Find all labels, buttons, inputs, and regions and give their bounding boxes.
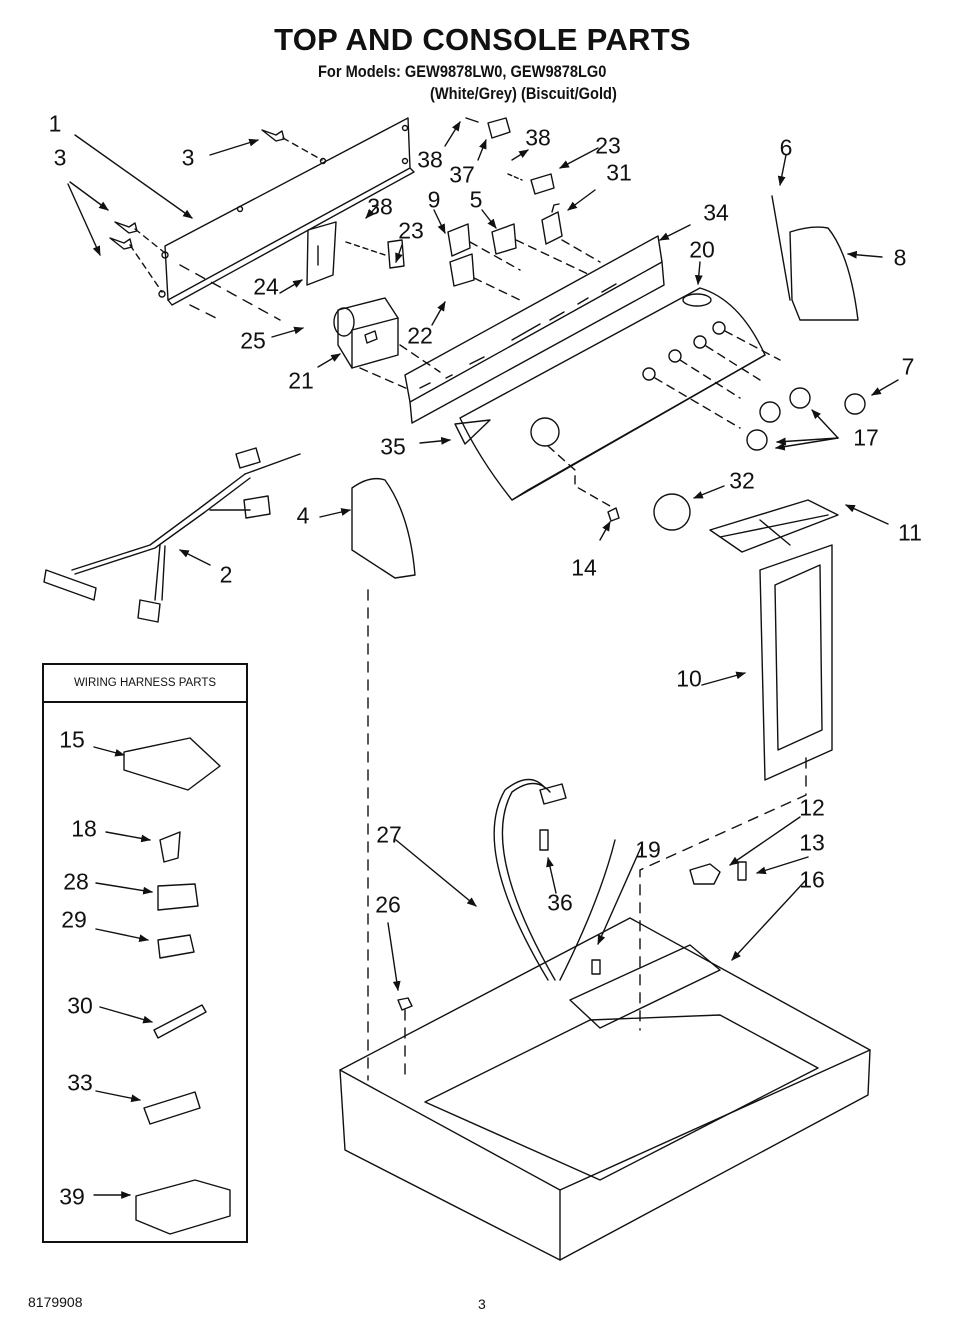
part-24-bracket [306, 221, 337, 286]
part-switches [447, 117, 601, 301]
leader-arrows [67, 121, 899, 1199]
part-14-screw [607, 507, 620, 522]
callout-20: 20 [689, 236, 715, 263]
callout-7: 7 [901, 353, 915, 380]
part-rear-panel [158, 117, 415, 306]
callout-38: 38 [367, 193, 393, 220]
callout-34: 34 [703, 199, 729, 226]
callout-35: 35 [380, 433, 406, 460]
callout-36: 36 [547, 889, 573, 916]
harness-callout-39: 39 [59, 1183, 85, 1210]
callout-5: 5 [469, 186, 483, 213]
callout-13: 13 [799, 829, 825, 856]
models-line: For Models: GEW9878LW0, GEW9878LG0 [318, 62, 607, 81]
wiring-harness-parts-box: WIRING HARNESS PARTS [42, 663, 248, 1243]
harness-callout-28: 28 [63, 868, 89, 895]
callout-22: 22 [407, 322, 433, 349]
callout-23: 23 [595, 132, 621, 159]
callout-37: 37 [449, 161, 475, 188]
callout-25: 25 [240, 327, 266, 354]
callout-17: 17 [853, 424, 879, 451]
part-16-top-panel [339, 917, 871, 1261]
wiring-harness-parts-title: WIRING HARNESS PARTS [44, 665, 246, 703]
callout-6: 6 [779, 134, 793, 161]
document-number: 8179908 [28, 1294, 83, 1310]
part-34-console-bracket [404, 235, 665, 424]
callout-19: 19 [635, 836, 661, 863]
callout-23: 23 [398, 217, 424, 244]
harness-callout-29: 29 [61, 906, 87, 933]
part-27-harness-top [493, 778, 616, 981]
callout-3: 3 [181, 144, 195, 171]
colors-line: (White/Grey) (Biscuit/Gold) [430, 84, 617, 103]
part-screws [109, 129, 323, 321]
part-13-screw [737, 861, 747, 881]
part-32-knob [653, 493, 691, 531]
part-8-end-cap [771, 195, 859, 321]
callout-21: 21 [288, 367, 314, 394]
part-21-timer [333, 297, 441, 391]
part-10-lint-screen [759, 544, 833, 781]
callout-11: 11 [898, 519, 922, 546]
part-11-cover [709, 499, 839, 553]
part-23-cap [387, 239, 405, 269]
callout-10: 10 [676, 665, 702, 692]
part-20-console-panel [454, 287, 781, 501]
harness-callout-15: 15 [59, 726, 85, 753]
callout-8: 8 [893, 244, 907, 271]
page-title: TOP AND CONSOLE PARTS [274, 22, 691, 57]
callout-38: 38 [417, 146, 443, 173]
harness-box-parts [123, 737, 231, 1235]
part-36-screw [539, 829, 549, 851]
callout-24: 24 [253, 273, 279, 300]
part-2-wiring-harness [43, 447, 301, 623]
callout-26: 26 [375, 891, 401, 918]
callout-4: 4 [296, 502, 310, 529]
part-knobs [746, 387, 866, 451]
callout-12: 12 [799, 794, 825, 821]
callout-31: 31 [606, 159, 632, 186]
callout-27: 27 [376, 821, 402, 848]
harness-callout-18: 18 [71, 815, 97, 842]
callout-32: 32 [729, 467, 755, 494]
callout-1: 1 [48, 110, 62, 137]
callout-9: 9 [427, 186, 441, 213]
part-12-clip [689, 863, 721, 885]
part-19-fastener [591, 959, 601, 975]
callout-3: 3 [53, 144, 67, 171]
callout-38: 38 [525, 124, 551, 151]
harness-callout-30: 30 [67, 992, 93, 1019]
page-number: 3 [478, 1296, 486, 1312]
part-26-clip [397, 997, 413, 1011]
part-4-end-cap [351, 477, 416, 579]
callout-14: 14 [571, 554, 597, 581]
harness-callout-33: 33 [67, 1069, 93, 1096]
callout-2: 2 [219, 561, 233, 588]
callout-16: 16 [799, 866, 825, 893]
